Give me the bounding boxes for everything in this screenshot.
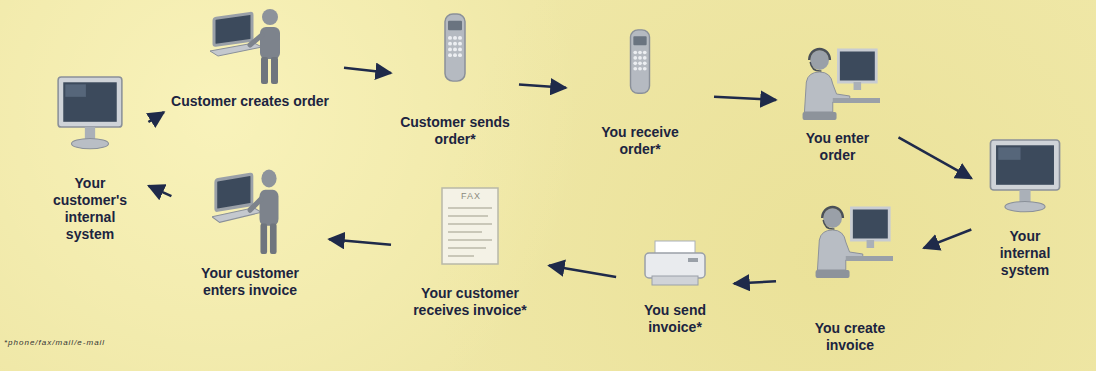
footnote: *phone/fax/mail/e-mail (4, 338, 224, 347)
process-step: Customer sends order* (395, 12, 515, 148)
step-label: Customer sends order* (399, 114, 511, 148)
step-illustration (210, 5, 290, 85)
flow-arrow (519, 85, 566, 88)
process-step: Your customer's internal system (35, 75, 145, 243)
flow-arrow (734, 281, 776, 283)
flow-arrow (149, 186, 172, 196)
process-step: Customer creates order (160, 5, 340, 110)
process-step: You receive order* (570, 28, 710, 158)
flow-arrow (344, 68, 391, 73)
step-label: Your customer enters invoice (185, 265, 315, 299)
step-label: You enter order (792, 130, 884, 164)
step-label: You create invoice (795, 320, 905, 354)
process-step: Your customer receives invoice* (395, 185, 545, 319)
step-illustration (212, 165, 288, 255)
flow-arrow (924, 230, 972, 249)
step-illustration (640, 238, 710, 290)
process-step: You send invoice* (620, 238, 730, 336)
flow-arrow (148, 112, 164, 122)
fax-heading: FAX (440, 191, 502, 201)
flow-arrow (549, 266, 616, 277)
step-label: Your customer's internal system (47, 175, 133, 243)
step-illustration (808, 200, 893, 280)
step-illustration (54, 75, 126, 153)
flow-arrow (899, 137, 972, 178)
step-illustration (795, 42, 880, 122)
process-step: Your internal system (975, 138, 1075, 279)
process-step: Your customer enters invoice (175, 165, 325, 299)
step-label: You receive order* (584, 124, 696, 158)
step-illustration (621, 28, 659, 96)
process-step: You enter order (780, 42, 895, 164)
step-label: Your internal system (990, 228, 1060, 279)
step-label: Your customer receives invoice* (395, 285, 545, 319)
step-label: Customer creates order (160, 93, 340, 110)
flow-arrow (329, 239, 391, 245)
flow-arrow (714, 97, 776, 100)
step-label: You send invoice* (634, 302, 716, 336)
step-illustration (435, 12, 475, 84)
process-step: You create invoice (780, 200, 920, 354)
step-illustration (986, 138, 1064, 216)
